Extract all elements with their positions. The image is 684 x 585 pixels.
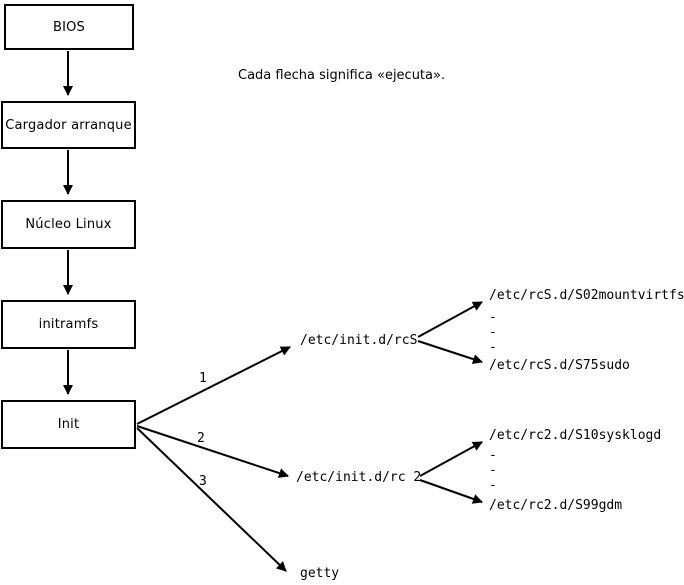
target-init-d-rc2: /etc/init.d/rc 2 [296, 470, 422, 485]
script-s02mountvirtfs: /etc/rcS.d/S02mountvirtfs [489, 288, 684, 303]
arrow-rcs-to-s75 [417, 340, 483, 364]
script-s10sysklogd: /etc/rc2.d/S10sysklogd [489, 428, 662, 443]
branch-1-number: 1 [199, 371, 207, 386]
arrow-rc2-to-s99 [419, 479, 483, 504]
arrow-rcs-to-s02 [417, 301, 483, 338]
node-bios-label: BIOS [52, 19, 86, 35]
arrow-rc2-to-s10 [419, 441, 483, 477]
node-nucleo-linux-label: Núcleo Linux [25, 217, 112, 232]
target-getty: getty [300, 566, 340, 581]
ellipsis-dash: - [489, 325, 497, 340]
branch-2-number: 2 [197, 431, 205, 446]
script-s75sudo: /etc/rcS.d/S75sudo [489, 358, 630, 373]
arrow-init-to-rc2 [136, 425, 289, 478]
arrow-init-to-getty [136, 427, 287, 572]
node-cargador-arranque-label: Cargador arranque [5, 117, 132, 133]
script-s99gdm: /etc/rc2.d/S99gdm [489, 498, 623, 513]
ellipsis-dash: - [489, 340, 497, 355]
ellipsis-dash: - [489, 463, 497, 478]
node-cargador-arranque: Cargador arranque [1, 101, 136, 149]
ellipsis-dash: - [489, 448, 497, 463]
target-init-d-rcs: /etc/init.d/rcS [300, 333, 418, 348]
ellipsis-dash: - [489, 310, 497, 325]
ellipsis-dash: - [489, 478, 497, 493]
node-initramfs-label: initramfs [38, 317, 99, 332]
node-bios: BIOS [4, 4, 134, 50]
node-init-label: Init [57, 417, 80, 432]
note-text: Cada flecha significa «ejecuta». [238, 68, 446, 83]
arrow-init-to-rcs [136, 346, 291, 425]
node-init: Init [1, 400, 136, 449]
node-nucleo-linux: Núcleo Linux [1, 200, 136, 249]
branch-3-number: 3 [199, 474, 207, 489]
node-initramfs: initramfs [1, 300, 136, 349]
